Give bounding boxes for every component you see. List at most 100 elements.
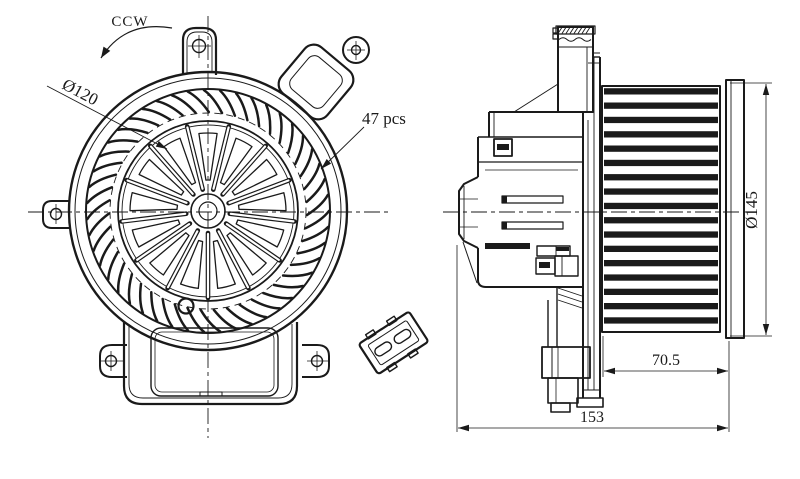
impeller-blade <box>86 186 114 205</box>
impeller-blade <box>170 94 197 115</box>
impeller-blade <box>303 162 321 191</box>
bottom-right-tab <box>302 344 330 378</box>
dim153-arrow-right <box>717 424 728 432</box>
top-mounting-tab <box>181 26 218 75</box>
bottom-left-tab <box>99 344 127 378</box>
impeller-blade <box>98 238 115 267</box>
flange-bottom-cap <box>576 397 604 408</box>
impeller-blade <box>199 308 222 333</box>
impeller-opening <box>231 158 278 196</box>
fan-end-cap <box>725 79 745 339</box>
impeller-blades <box>86 88 331 334</box>
impeller-opening <box>198 132 218 181</box>
impeller-opening <box>226 232 267 276</box>
blade-count-arrowhead <box>321 159 332 169</box>
impeller-opening <box>129 191 179 212</box>
impeller-opening <box>179 239 204 290</box>
fan-wheel-ribs <box>604 88 718 324</box>
impeller-opening <box>219 137 253 186</box>
impeller-blade <box>92 225 112 252</box>
impeller-spokes <box>119 124 297 301</box>
impeller-opening <box>235 219 285 248</box>
impeller-blade <box>301 225 330 243</box>
impeller-blade <box>272 283 305 289</box>
blade-inner-dashed-circle <box>109 112 307 310</box>
fan-rib <box>604 116 718 124</box>
foot-tab <box>550 402 571 413</box>
impeller-blade <box>281 271 314 278</box>
cap-hatch-line <box>565 26 571 34</box>
impeller-blade <box>218 89 237 117</box>
impeller-blade <box>304 209 331 230</box>
impeller-blade <box>234 92 249 122</box>
tower-cap <box>555 25 596 35</box>
fan-rib <box>604 88 718 95</box>
dim145-arrow-bottom <box>762 324 770 335</box>
spoke-gap <box>136 223 191 261</box>
hub-outer-circle <box>190 193 226 229</box>
fan-rib <box>604 317 718 324</box>
fan-rib <box>604 159 718 167</box>
rear-cap <box>458 176 479 249</box>
sv-connector-bar <box>536 245 571 257</box>
diameter120-leader <box>46 85 168 150</box>
impeller-blade <box>106 250 120 281</box>
cooling-duct <box>277 43 355 121</box>
impeller-blade <box>286 122 294 155</box>
housing-bottom-edge <box>477 279 583 288</box>
housing-slot-bar <box>485 243 530 249</box>
fan-rib <box>604 303 718 310</box>
spoke-gap <box>225 223 280 261</box>
cap-hatch-line <box>581 26 587 34</box>
fan-rib <box>604 202 718 210</box>
impeller-blade <box>150 290 159 323</box>
connector-inner <box>367 320 420 366</box>
spoke-gap <box>212 126 230 190</box>
cap-hatch-line <box>573 26 579 34</box>
fan-rib <box>604 245 718 252</box>
side-view-blower: Ø145 70.5 153 <box>443 25 772 432</box>
fan-rib <box>604 288 718 295</box>
impeller-blade <box>138 282 145 315</box>
brush-slot-1 <box>501 195 564 204</box>
impeller-blade <box>155 99 184 117</box>
impeller-blade <box>98 150 131 158</box>
sv-connector-step <box>554 255 579 277</box>
impeller-blade <box>289 256 321 267</box>
fan-rib <box>604 131 718 138</box>
impeller-blade <box>238 303 268 319</box>
spoke-gap <box>229 212 295 223</box>
impeller-blade <box>264 103 272 136</box>
impeller-blade <box>293 134 305 166</box>
top-mounting-tab-inner <box>186 31 213 73</box>
bottom-housing-inner <box>128 324 293 399</box>
connector-notch-1 <box>364 329 377 340</box>
connector-body <box>358 311 429 375</box>
brush-slot-1-end <box>502 196 507 203</box>
impeller-blade <box>116 262 126 294</box>
fan-rib <box>604 102 718 109</box>
dim705-arrow-left <box>604 367 615 375</box>
spoke-gap <box>222 145 267 195</box>
housing-outer-circle <box>67 70 349 352</box>
housing-chamfer <box>462 241 478 284</box>
spoke-gap <box>121 212 187 223</box>
overall-width-label: 153 <box>580 409 604 426</box>
bracket-hatch-2 <box>557 293 583 303</box>
duct-outer <box>277 43 355 121</box>
sv-connector-fill-2 <box>539 262 550 268</box>
connector-slot-2 <box>393 328 412 345</box>
housing-clip-fill <box>497 144 509 150</box>
impeller-blade <box>117 127 149 135</box>
housing-clip <box>493 138 513 157</box>
spoke-gap <box>228 179 290 204</box>
cap-hatch-line <box>557 26 563 34</box>
spoke-gap <box>126 179 188 204</box>
sv-connector-fill-1 <box>556 247 569 251</box>
impeller-blade <box>305 193 330 217</box>
spoke-gap <box>217 230 250 289</box>
impeller-blade <box>225 306 253 326</box>
spoke-gap <box>166 230 199 289</box>
impeller-blade <box>305 177 326 204</box>
